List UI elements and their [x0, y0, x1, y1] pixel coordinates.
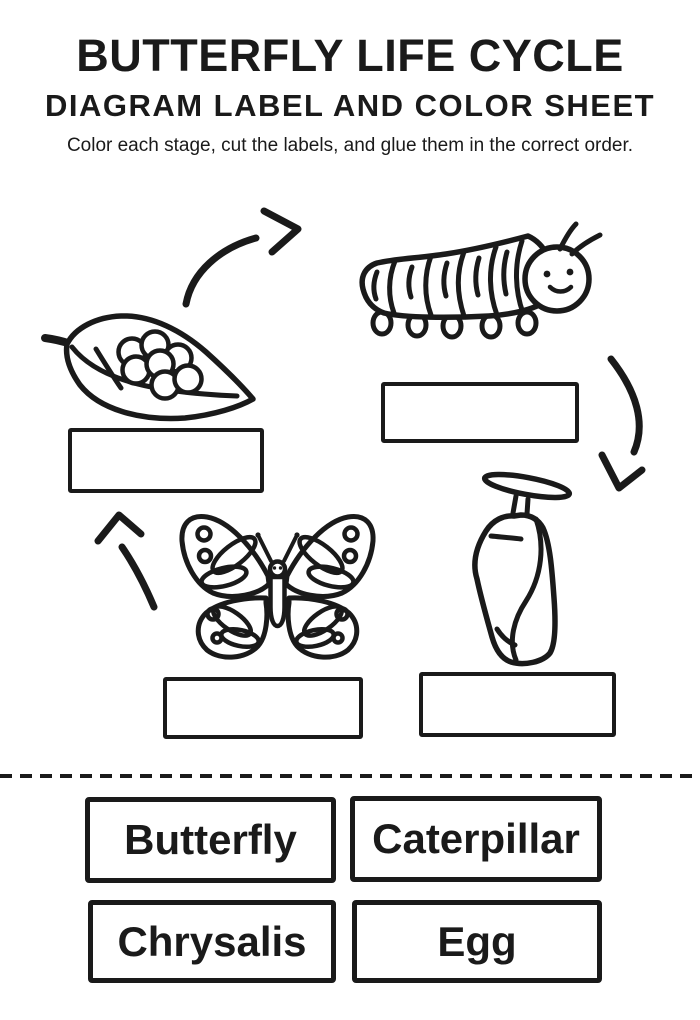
- cut-line: [0, 774, 700, 778]
- caterpillar-face: [543, 268, 574, 294]
- butterfly-upper-right-wing: [283, 513, 376, 599]
- arrow-egg-to-caterpillar-icon: [182, 207, 302, 308]
- chrysalis-illustration: [472, 471, 573, 667]
- chrysalis-detail-line: [488, 533, 524, 542]
- caterpillar-head: [522, 244, 592, 314]
- label-card-text: Egg: [437, 917, 517, 965]
- caterpillar-feet: [370, 309, 539, 340]
- chrysalis-detail-line: [494, 626, 518, 648]
- instruction-text: Color each stage, cut the labels, and gl…: [66, 135, 634, 156]
- leaf-outline: [63, 313, 256, 422]
- butterfly-lower-right-wing: [285, 595, 360, 660]
- egg-cluster: [116, 329, 204, 401]
- butterfly-wing-markings: [195, 525, 360, 650]
- label-card-text: Caterpillar: [372, 815, 580, 862]
- butterfly-antennae: [255, 532, 300, 563]
- chrysalis-stem: [524, 496, 531, 517]
- butterfly-upper-left-wing: [179, 513, 272, 599]
- page-subtitle: DIAGRAM LABEL AND COLOR SHEET: [44, 88, 656, 123]
- chrysalis-stem: [510, 493, 519, 516]
- answer-box-chrysalis[interactable]: [419, 672, 616, 737]
- butterfly-head: [267, 559, 288, 579]
- butterfly-illustration: [179, 513, 376, 660]
- label-card-text: Butterfly: [124, 816, 297, 863]
- butterfly-eye: [272, 566, 277, 570]
- arrow-butterfly-to-egg-icon: [94, 511, 158, 611]
- answer-box-butterfly[interactable]: [163, 677, 363, 739]
- answer-box-egg[interactable]: [68, 428, 264, 493]
- caterpillar-body: [359, 233, 554, 320]
- caterpillar-segments: [371, 238, 526, 319]
- label-card-egg[interactable]: Egg: [352, 900, 602, 983]
- leaf-vein: [93, 346, 124, 391]
- eggs-on-leaf-illustration: [41, 313, 256, 422]
- chrysalis-pod: [472, 512, 558, 667]
- label-card-chrysalis[interactable]: Chrysalis: [88, 900, 336, 983]
- answer-box-caterpillar[interactable]: [381, 382, 579, 443]
- arrow-caterpillar-to-chrysalis-icon: [598, 355, 646, 492]
- leaf-vein: [69, 344, 240, 399]
- label-card-caterpillar[interactable]: Caterpillar: [350, 796, 602, 882]
- chrysalis-branch: [481, 471, 573, 501]
- label-card-butterfly[interactable]: Butterfly: [85, 797, 336, 883]
- caterpillar-antennae: [557, 221, 603, 257]
- caterpillar-illustration: [359, 221, 603, 340]
- leaf-stem: [41, 334, 75, 348]
- butterfly-eye: [278, 566, 283, 570]
- label-card-text: Chrysalis: [117, 917, 307, 965]
- butterfly-lower-left-wing: [195, 595, 270, 660]
- page-title: BUTTERFLY LIFE CYCLE: [76, 30, 624, 81]
- chrysalis-fold-line: [509, 516, 544, 663]
- butterfly-abdomen: [268, 574, 287, 629]
